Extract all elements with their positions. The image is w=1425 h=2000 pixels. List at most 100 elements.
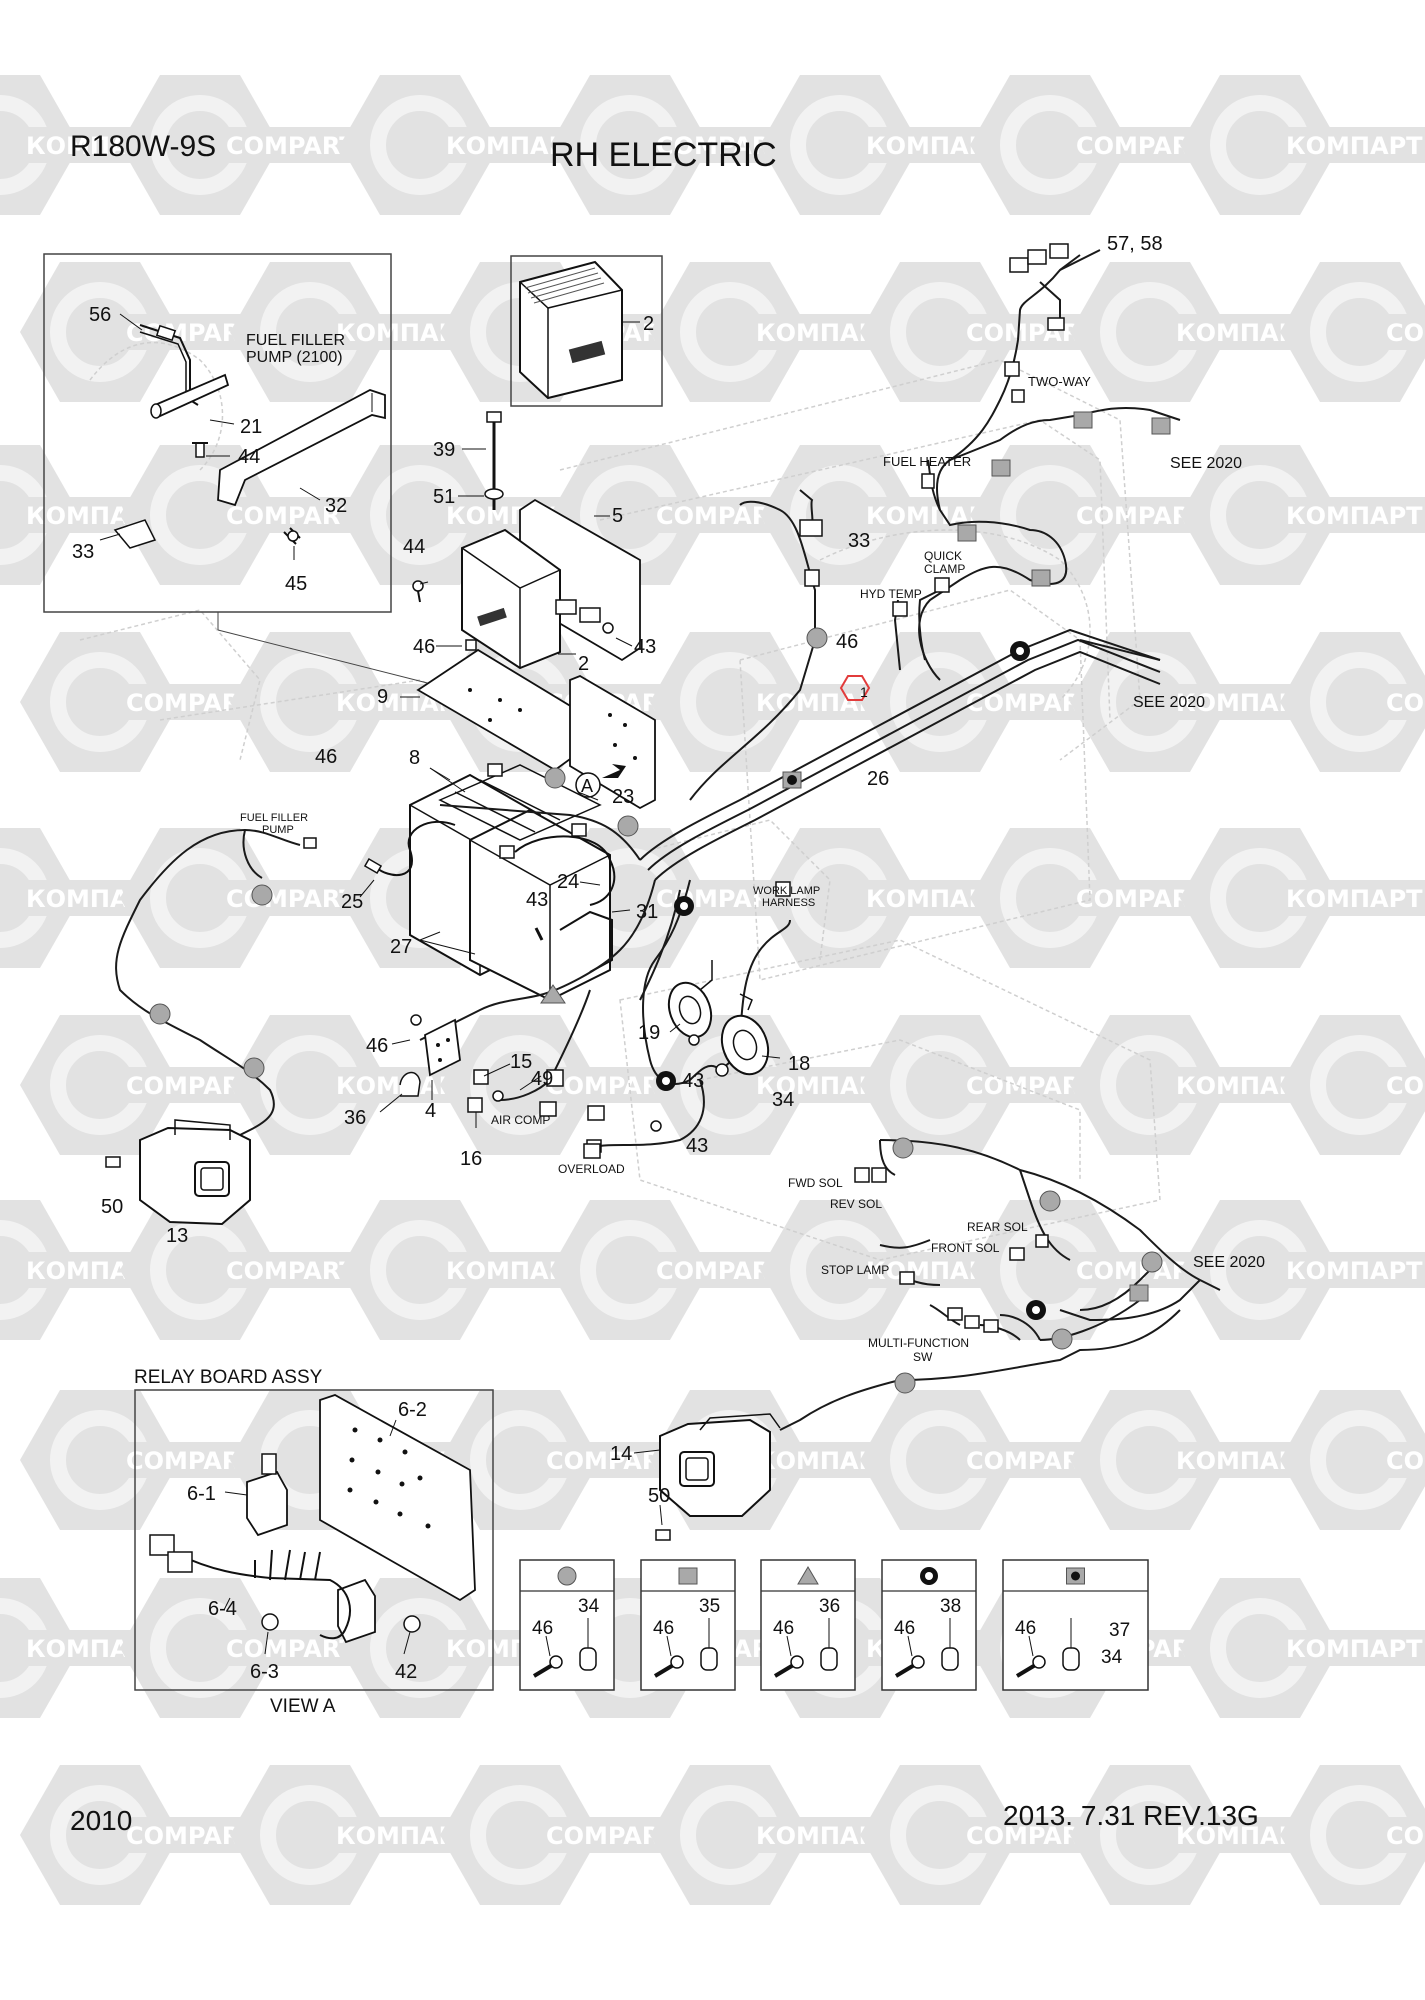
page-number: 2010 [70, 1805, 133, 1836]
callout-56: 56 [89, 304, 111, 326]
watermark-text: КОМПАРТ [1286, 1635, 1423, 1663]
label-fuel-filler-pump-2: PUMP [262, 824, 294, 836]
watermark-logo: КОМПАРТ [1180, 75, 1425, 215]
legend-clamp-number: 36 [819, 1596, 840, 1617]
callout-1: 1 [860, 684, 868, 700]
callout-2-top: 2 [643, 313, 654, 335]
watermark-text: COMPART [1386, 319, 1425, 347]
legend-symbol-square-dot [1066, 1567, 1085, 1585]
watermark-logo: COMPART [20, 632, 270, 772]
revision-date: 2013. 7.31 REV.13G [1003, 1800, 1259, 1831]
legend-clamp-number: 37 [1109, 1620, 1130, 1641]
label-air-comp: AIR COMP [491, 1113, 550, 1127]
model-number: R180W-9S [70, 130, 217, 163]
harness-1-highlight [839, 675, 871, 701]
callout-A: A [581, 776, 593, 796]
label-front-sol: FRONT SOL [931, 1241, 1000, 1255]
callout-50-b: 50 [648, 1485, 670, 1507]
watermark-text: КОМПАРТ [1286, 885, 1423, 913]
component-labels: FUEL FILLER PUMP (2100) FUEL FILLER PUMP… [134, 332, 1265, 1717]
callout-4: 4 [425, 1100, 436, 1122]
watermark-logo: COMPART [120, 1200, 370, 1340]
callout-33-inset: 33 [72, 541, 94, 563]
callout-43-d: 43 [686, 1135, 708, 1157]
callout-8: 8 [409, 747, 420, 769]
watermark-text: COMPART [1386, 689, 1425, 717]
watermark-logo: COMPART [1280, 1015, 1425, 1155]
callout-36: 36 [344, 1107, 366, 1129]
watermark-logo: COMPART [550, 1200, 800, 1340]
legend-bolt-number: 46 [532, 1618, 553, 1639]
label-two-way: TWO-WAY [1028, 374, 1091, 389]
callout-43-b: 43 [526, 889, 548, 911]
callout-14: 14 [610, 1443, 632, 1465]
label-multi-function: MULTI-FUNCTION [868, 1336, 969, 1350]
watermark-logo: COMPART [1280, 262, 1425, 402]
legend-symbol-circle [557, 1566, 577, 1586]
controller-bracket-assembly [400, 411, 656, 810]
label-see-2020-c: SEE 2020 [1193, 1254, 1265, 1271]
label-view-a: VIEW A [270, 1696, 336, 1717]
label-fwd-sol: FWD SOL [788, 1176, 843, 1190]
label-fuel-filler-pump-box: FUEL FILLER [246, 332, 345, 349]
watermark-text: COMPART [226, 1635, 356, 1663]
callout-6-3: 6-3 [250, 1661, 279, 1683]
callout-27: 27 [390, 936, 412, 958]
watermark-text: COMPART [1386, 1822, 1425, 1850]
watermark-logo: КОМПАРТ [1180, 1578, 1425, 1718]
callout-23: 23 [612, 786, 634, 808]
watermark-text: КОМПАРТ [1286, 1257, 1423, 1285]
legend-clamp-number: 35 [699, 1596, 720, 1617]
callout-2: 2 [578, 653, 589, 675]
callout-6-1: 6-1 [187, 1483, 216, 1505]
label-relay-board-assy: RELAY BOARD ASSY [134, 1367, 323, 1388]
label-work-lamp-2: HARNESS [762, 897, 815, 909]
watermark-logo: COMPART [1280, 1765, 1425, 1905]
watermark-logo: COMPART [1280, 1390, 1425, 1530]
watermark-logo: КОМПАРТ [1180, 445, 1425, 585]
callout-46-c: 46 [366, 1035, 388, 1057]
callout-57-58: 57, 58 [1107, 233, 1163, 255]
watermark-text: COMPART [226, 885, 356, 913]
watermark-text: COMPART [226, 132, 356, 160]
callout-34: 34 [772, 1089, 794, 1111]
callout-42: 42 [395, 1661, 417, 1683]
label-fuel-heater: FUEL HEATER [883, 454, 971, 469]
legend-clamp-number-2: 34 [1101, 1647, 1123, 1668]
legend-bolt-number: 46 [1015, 1618, 1036, 1639]
relay-board-inset [134, 1389, 494, 1691]
label-rear-sol: REAR SOL [967, 1220, 1028, 1234]
horns-and-small-parts [379, 960, 781, 1159]
label-work-lamp: WORK LAMP [753, 885, 820, 897]
callout-31: 31 [636, 901, 658, 923]
watermark-logo: COMPART [860, 1765, 1110, 1905]
watermark-logo: КОМПАРТ [230, 1765, 480, 1905]
watermark-logo: COMPART [550, 75, 800, 215]
label-quick-clamp-2: CLAMP [924, 562, 965, 576]
callout-21: 21 [240, 416, 262, 438]
legend-symbol-circle-dot [920, 1567, 938, 1585]
watermark-logo: КОМПАРТ [650, 1015, 900, 1155]
watermark-logo: COMPART [20, 1015, 270, 1155]
watermark-logo: КОМПАРТ [1180, 828, 1425, 968]
label-see-2020-a: SEE 2020 [1170, 455, 1242, 472]
watermark-logo: КОМПАРТ [650, 1765, 900, 1905]
callout-44: 44 [403, 536, 425, 558]
legend-bolt-number: 46 [894, 1618, 915, 1639]
callout-19: 19 [638, 1022, 660, 1044]
legend-symbol-triangle [797, 1566, 819, 1585]
watermark-logo: КОМПАРТ [1180, 1200, 1425, 1340]
batteries-assembly [359, 763, 631, 1002]
callout-43-a: 43 [634, 636, 656, 658]
legend-clamp-number: 34 [578, 1596, 600, 1617]
callout-33: 33 [848, 530, 870, 552]
label-hyd-temp: HYD TEMP [860, 587, 922, 601]
watermark-logo: COMPART [120, 828, 370, 968]
callout-13: 13 [166, 1225, 188, 1247]
watermark-text: COMPART [226, 502, 356, 530]
callout-45: 45 [285, 573, 307, 595]
legend-symbol-square [678, 1567, 698, 1585]
